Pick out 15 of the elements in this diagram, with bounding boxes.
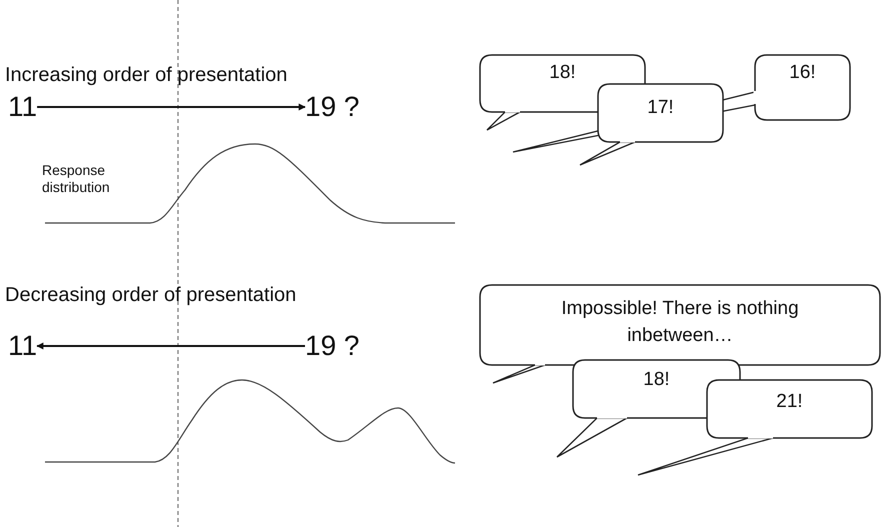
bubble-text: Impossible! There is nothing inbetween… (560, 297, 800, 348)
number-label: 11 (8, 330, 38, 362)
bubble-text: 21! (775, 390, 804, 414)
text-label: Increasing order of presentation (5, 64, 288, 87)
bubble-text: 17! (646, 96, 675, 120)
number-label: 19 ? (305, 91, 360, 123)
number-label: 19 ? (305, 330, 360, 362)
bubble-text: 18! (642, 368, 671, 392)
text-label: Decreasing order of presentation (5, 284, 296, 307)
bubble-text: 18! (548, 61, 577, 85)
arrow (36, 342, 305, 350)
text-label: Response distribution (42, 162, 111, 196)
number-label: 11 (8, 91, 38, 123)
arrow (37, 104, 306, 110)
bubble-text: 16! (788, 61, 817, 85)
